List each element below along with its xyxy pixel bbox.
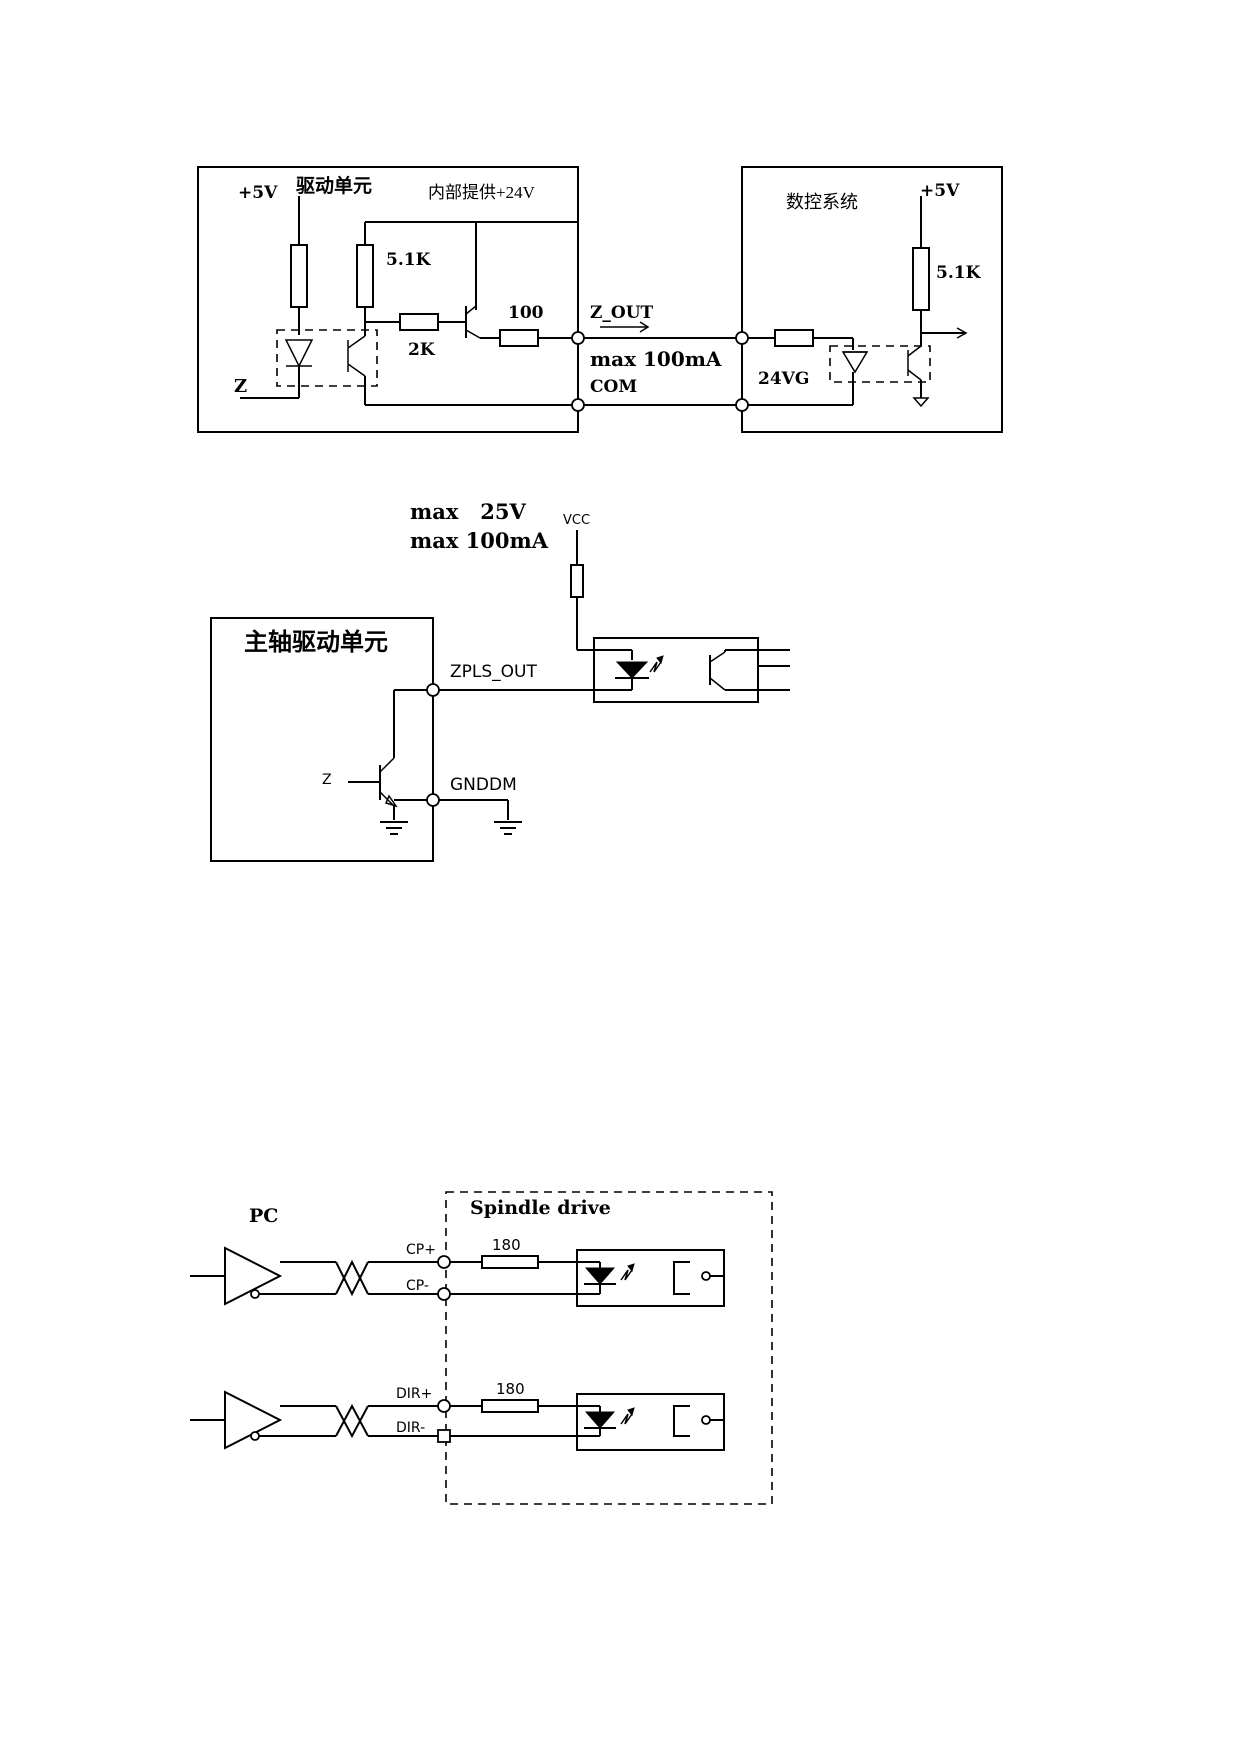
light-emission-icon-dir	[620, 1413, 633, 1425]
terminal-z-out-left	[571, 331, 585, 345]
diagram-3-pc-spindle-drive: PC Spindle drive CP+ CP- 180 DIR+ DIR- 1…	[190, 1191, 773, 1505]
resistor-2k	[399, 313, 439, 331]
diagram-1-z-output-circuit: +5V 驱动单元 内部提供+24V 5.1K 2K 100 Z_OUT max …	[197, 166, 1003, 433]
ground-symbol-internal	[380, 821, 408, 835]
resistor-5-1k-right	[912, 247, 930, 311]
resistor-input-right	[774, 329, 814, 347]
label-z-out: Z_OUT	[590, 303, 654, 323]
drive-unit-box	[197, 166, 579, 433]
resistor-5v-left	[290, 244, 308, 308]
label-spindle-drive: Spindle drive	[470, 1197, 611, 1219]
label-plus5v-left: +5V	[238, 183, 278, 203]
photo-receiver-dir	[673, 1405, 690, 1437]
label-plus5v-right: +5V	[920, 181, 960, 201]
terminal-cp-minus	[437, 1287, 451, 1301]
light-emission-icon-2	[649, 661, 662, 673]
resistor-180-cp	[481, 1255, 539, 1269]
optocoupler-box-cp	[576, 1249, 725, 1307]
diagram-2-zpls-output: max 25V max 100mA VCC 主轴驱动单元 ZPLS_OUT GN…	[210, 499, 790, 862]
twisted-pair-cp	[335, 1259, 369, 1297]
channel-cp	[190, 1246, 725, 1307]
cnc-system-box	[741, 166, 1003, 433]
spindle-drive-dashed-boundary	[445, 1191, 773, 1505]
resistor-100	[499, 329, 539, 347]
twisted-pair-dir	[335, 1403, 369, 1439]
label-24vg: 24VG	[758, 369, 809, 389]
terminal-z-out-right	[735, 331, 749, 345]
ground-symbol-external	[494, 821, 522, 835]
label-vcc: VCC	[563, 513, 590, 528]
label-gnddm: GNDDM	[450, 775, 517, 795]
label-dir-minus: DIR-	[396, 1420, 425, 1436]
ground-symbol-right	[912, 397, 930, 408]
photo-receiver-cp	[673, 1261, 690, 1295]
optocoupler-box-dir	[576, 1393, 725, 1451]
label-cp-minus: CP-	[406, 1278, 429, 1294]
label-5-1k-right: 5.1K	[936, 263, 982, 283]
channel-dir	[190, 1390, 725, 1451]
label-drive-unit-title: 驱动单元	[296, 174, 372, 197]
optocoupler-box-2	[593, 637, 759, 703]
label-max-voltage: max 25V	[410, 499, 527, 524]
label-5-1k-left: 5.1K	[386, 250, 432, 270]
terminal-dir-plus	[437, 1399, 451, 1413]
label-z-base: Z	[322, 772, 332, 788]
label-dir-plus: DIR+	[396, 1386, 432, 1402]
terminal-dir-minus	[437, 1429, 451, 1443]
terminal-com-left	[571, 398, 585, 412]
terminal-zpls-out	[426, 683, 440, 697]
light-emission-icon-cp	[620, 1269, 633, 1281]
label-max-current-2: max 100mA	[410, 528, 549, 553]
label-180-cp: 180	[492, 1236, 521, 1254]
label-internal-24v: 内部提供+24V	[428, 183, 536, 202]
label-com: COM	[590, 377, 637, 397]
led-diode-cp	[584, 1267, 616, 1285]
label-cnc-title: 数控系统	[786, 192, 858, 212]
spindle-drive-unit-box	[210, 617, 434, 862]
resistor-vcc	[570, 564, 584, 598]
terminal-gnddm	[426, 793, 440, 807]
label-max-current-1: max 100mA	[590, 347, 722, 371]
resistor-5-1k-left	[356, 244, 374, 308]
label-100: 100	[508, 303, 544, 323]
terminal-com-right	[735, 398, 749, 412]
label-cp-plus: CP+	[406, 1242, 436, 1258]
led-diode-2	[615, 661, 649, 679]
led-diode-left	[284, 339, 314, 368]
optocoupler-right-dashed-box	[829, 345, 931, 383]
label-2k: 2K	[408, 340, 436, 360]
label-pc: PC	[249, 1205, 278, 1227]
resistor-180-dir	[481, 1399, 539, 1413]
optocoupler-left-dashed-box	[276, 329, 378, 387]
terminal-cp-plus	[437, 1255, 451, 1269]
label-z-input: Z	[234, 376, 247, 397]
label-spindle-drive-unit: 主轴驱动单元	[244, 627, 388, 656]
led-diode-dir	[584, 1411, 616, 1429]
label-zpls-out: ZPLS_OUT	[450, 662, 537, 682]
led-diode-right	[841, 351, 869, 374]
label-180-dir: 180	[496, 1380, 525, 1398]
